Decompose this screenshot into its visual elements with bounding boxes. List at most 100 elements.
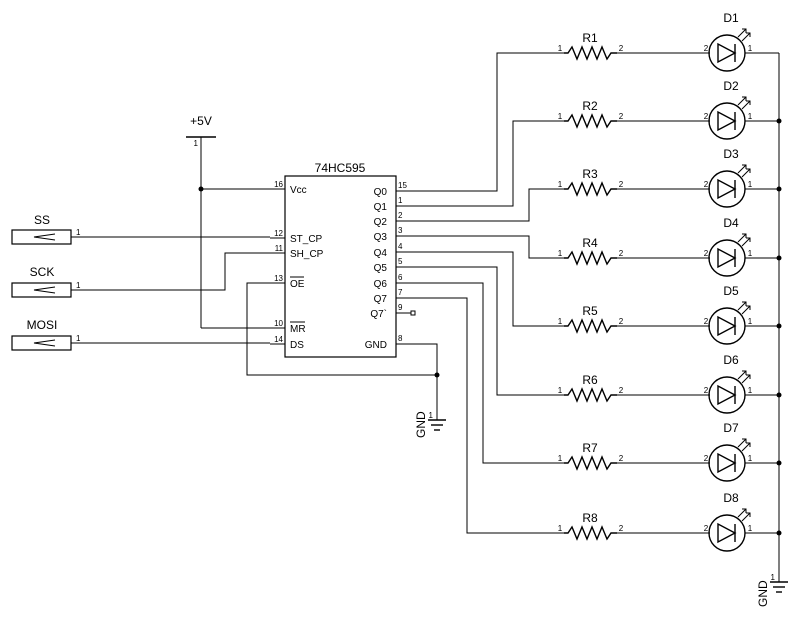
led-arrow-head: [742, 508, 747, 513]
pin-number-vcc: 16: [274, 180, 283, 189]
port-mosi: MOSI 1: [11, 318, 270, 351]
led-triangle: [717, 42, 737, 64]
led-body: [708, 514, 746, 552]
pin-number-q6: 6: [398, 273, 403, 282]
port-label-sck: SCK: [30, 265, 55, 279]
resistor-ref: R5: [582, 304, 598, 318]
led-arrow: [737, 370, 747, 380]
led-ref: D8: [723, 491, 739, 505]
pin-number-q1: 1: [398, 196, 403, 205]
pin-number-q2: 2: [398, 211, 403, 220]
pin-label-q1: Q1: [374, 202, 388, 213]
led-arrow-head: [742, 96, 747, 101]
led-triangle: [717, 452, 737, 474]
led-pin-b: 1: [748, 112, 753, 121]
power-supply-5v: +5V 1: [186, 114, 270, 329]
led-triangle: [717, 110, 737, 132]
led-arrow: [741, 168, 751, 178]
resistor-pin-a: 1: [558, 44, 563, 53]
pin-label-sh-cp: SH_CP: [290, 249, 324, 260]
resistor-pin-a: 1: [558, 454, 563, 463]
resistor-pin-b: 2: [619, 249, 624, 258]
resistor-ref: R3: [582, 167, 598, 181]
port-sck: SCK 1: [11, 252, 270, 298]
pin-label-mr: MR: [290, 324, 306, 335]
resistor-body: [564, 455, 617, 471]
q0-wire: [411, 52, 564, 192]
pin-number-mr: 10: [274, 319, 283, 328]
resistor-ref: R1: [582, 31, 598, 45]
sck-wire: [71, 252, 270, 291]
resistor-ref: R8: [582, 511, 598, 525]
resistor-pin-b: 2: [619, 386, 624, 395]
led-arrow-head: [742, 438, 747, 443]
ground-label-chip: GND: [414, 411, 428, 438]
resistor-ref: R2: [582, 99, 598, 113]
chip-name: 74HC595: [315, 161, 366, 175]
q4-wire: [411, 251, 564, 327]
led-ref: D7: [723, 421, 739, 435]
led-arrow: [741, 374, 751, 384]
pin-number-st-cp: 12: [274, 229, 283, 238]
shift-register-chip: 74HC595 16 12 11 13 10 14 Vcc ST_CP SH_C…: [270, 161, 416, 358]
pin-number-q7-serial: 9: [398, 303, 403, 312]
led-triangle: [717, 384, 737, 406]
led-pin-b: 1: [748, 454, 753, 463]
led-arrow-head: [746, 237, 751, 242]
power-pin-number: 1: [194, 139, 199, 148]
resistor-pin-b: 2: [619, 180, 624, 189]
pin-label-q2: Q2: [374, 217, 388, 228]
resistor-ref: R6: [582, 373, 598, 387]
led-ref: D2: [723, 79, 739, 93]
resistor-pin-b: 2: [619, 112, 624, 121]
led-arrow: [737, 28, 747, 38]
output-wires: [411, 52, 564, 534]
ground-pin-number: 1: [429, 411, 434, 420]
resistor-pin-a: 1: [558, 524, 563, 533]
port-pin-sck: 1: [76, 281, 81, 290]
led-arrow: [741, 442, 751, 452]
led-arrow: [737, 438, 747, 448]
led-arrow-head: [742, 28, 747, 33]
pin-number-gnd: 8: [398, 334, 403, 343]
resistor-pin-a: 1: [558, 386, 563, 395]
pin-number-q3: 3: [398, 226, 403, 235]
resistor-ref: R7: [582, 441, 598, 455]
resistor-body: [564, 181, 617, 197]
pin-number-oe: 13: [274, 274, 283, 283]
pin-label-q0: Q0: [374, 187, 388, 198]
led-arrow-head: [746, 100, 751, 105]
port-arrow-sck: [33, 286, 56, 294]
port-ss: SS 1: [11, 213, 270, 245]
port-pin-mosi: 1: [76, 334, 81, 343]
pin-number-q4: 4: [398, 242, 403, 251]
led-arrow: [741, 512, 751, 522]
pin-number-q7: 7: [398, 288, 403, 297]
pin-label-q5: Q5: [374, 263, 388, 274]
led-arrow-head: [746, 168, 751, 173]
q3-wire: [411, 235, 564, 259]
led-body: [708, 34, 746, 72]
led-arrow: [741, 100, 751, 110]
oe-to-ground-wire: [246, 282, 437, 376]
led-pin-b: 1: [748, 180, 753, 189]
led-arrow: [741, 32, 751, 42]
port-arrow-mosi: [33, 339, 56, 347]
port-box-mosi: [11, 335, 72, 351]
pin-label-q4: Q4: [374, 248, 388, 259]
resistor-pin-a: 1: [558, 180, 563, 189]
pin-label-ds: DS: [290, 340, 304, 351]
no-connect-marker: [410, 310, 416, 316]
led-body: [708, 444, 746, 482]
led-ref: D6: [723, 353, 739, 367]
q5-wire: [411, 266, 564, 396]
led-arrow: [737, 164, 747, 174]
resistor-pin-b: 2: [619, 317, 624, 326]
led-arrow-head: [746, 442, 751, 447]
led-triangle: [717, 315, 737, 337]
